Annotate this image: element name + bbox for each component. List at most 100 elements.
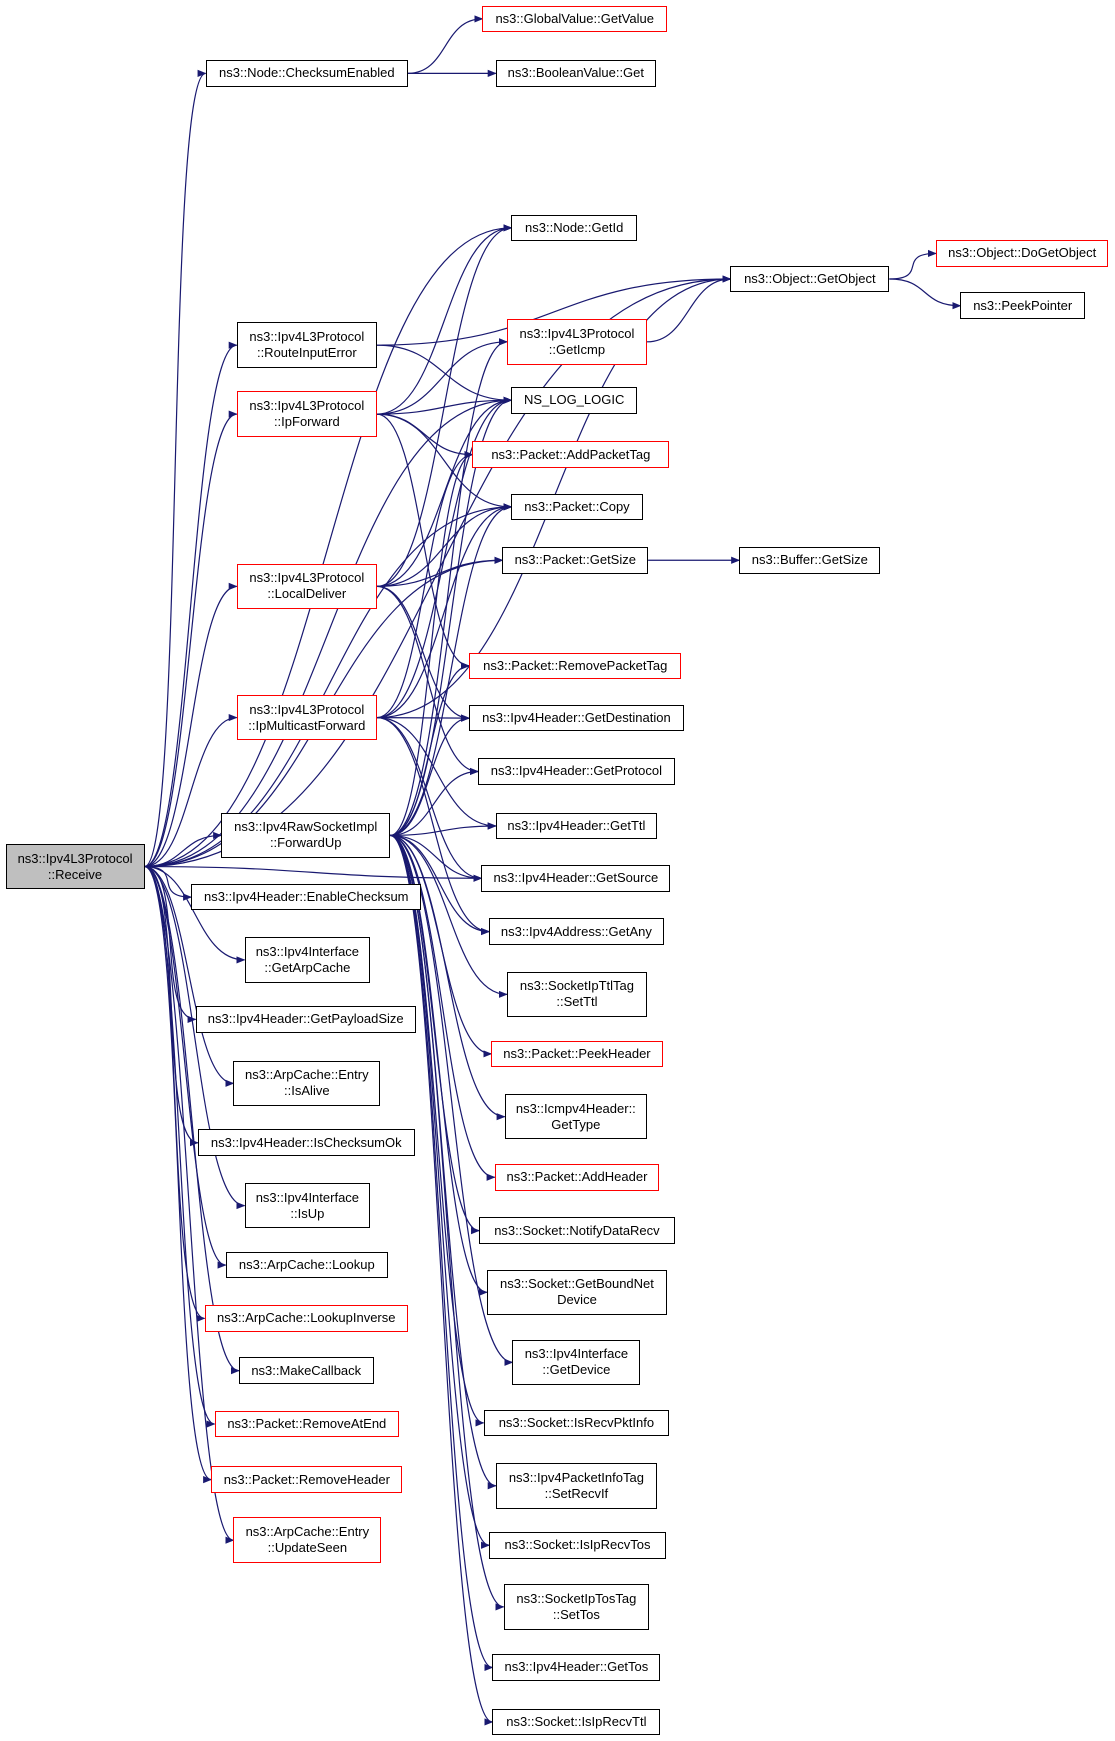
node-getIcmp[interactable]: ns3::Ipv4L3Protocol::GetIcmp <box>506 319 647 365</box>
node-setTtl[interactable]: ns3::SocketIpTtlTag::SetTtl <box>506 971 647 1018</box>
node-nodeGetId[interactable]: ns3::Node::GetId <box>511 214 637 242</box>
node-label-line: ns3::Packet::PeekHeader <box>503 1045 651 1061</box>
node-label-line: ns3::Socket::IsIpRecvTos <box>504 1537 651 1553</box>
node-peekPointer[interactable]: ns3::PeekPointer <box>960 292 1085 320</box>
call-edge-receive-to-routeInputError <box>144 341 238 868</box>
node-localDeliver[interactable]: ns3::Ipv4L3Protocol::LocalDeliver <box>236 563 377 610</box>
node-label-line: ::Receive <box>47 866 103 882</box>
node-globalGetValue[interactable]: ns3::GlobalValue::GetValue <box>482 5 667 33</box>
call-edge-receive-to-nodeGetId <box>144 224 513 868</box>
node-isAlive[interactable]: ns3::ArpCache::Entry::IsAlive <box>233 1060 381 1107</box>
node-getSource[interactable]: ns3::Ipv4Header::GetSource <box>481 864 671 892</box>
node-label-line: ns3::ArpCache::LookupInverse <box>216 1310 396 1326</box>
node-getTtl[interactable]: ns3::Ipv4Header::GetTtl <box>495 812 657 840</box>
node-notifyDataRecv[interactable]: ns3::Socket::NotifyDataRecv <box>479 1217 675 1244</box>
call-edge-localDeliver-to-packetCopy <box>376 503 513 588</box>
node-label-line: ns3::Ipv4L3Protocol <box>249 570 365 586</box>
node-label-line: ns3::MakeCallback <box>251 1362 362 1378</box>
node-label-line: ns3::Node::GetId <box>525 219 624 235</box>
node-label-line: ns3::Ipv4Header::EnableChecksum <box>204 889 409 905</box>
node-label-line: ns3::Object::DoGetObject <box>948 245 1097 261</box>
call-edge-ipForward-to-addPacketTag <box>376 413 474 459</box>
node-getPayloadSize[interactable]: ns3::Ipv4Header::GetPayloadSize <box>195 1006 416 1033</box>
node-ipForward[interactable]: ns3::Ipv4L3Protocol::IpForward <box>236 391 377 437</box>
node-doGetObject[interactable]: ns3::Object::DoGetObject <box>936 240 1109 267</box>
node-label-line: ns3::Ipv4L3Protocol <box>17 850 133 866</box>
node-icmpGetType[interactable]: ns3::Icmpv4Header::GetType <box>504 1093 647 1140</box>
node-label-line: ns3::Packet::Copy <box>524 498 630 514</box>
node-getProtocol[interactable]: ns3::Ipv4Header::GetProtocol <box>478 758 675 785</box>
node-label-line: ns3::GlobalValue::GetValue <box>495 10 654 26</box>
node-setTos[interactable]: ns3::SocketIpTosTag::SetTos <box>503 1584 650 1630</box>
node-isUp[interactable]: ns3::Ipv4Interface::IsUp <box>244 1182 371 1229</box>
node-makeCallback[interactable]: ns3::MakeCallback <box>239 1357 374 1384</box>
call-edge-ipForward-to-removePacketTag <box>376 413 471 670</box>
node-label-line: ::RouteInputError <box>256 345 357 361</box>
call-edge-forwardUp-to-packetCopy <box>390 503 513 837</box>
node-label-line: ns3::Packet::RemovePacketTag <box>483 657 668 673</box>
node-label-line: ns3::SocketIpTosTag <box>516 1590 637 1606</box>
node-updateSeen[interactable]: ns3::ArpCache::Entry::UpdateSeen <box>233 1517 382 1563</box>
node-label-line: ns3::Node::ChecksumEnabled <box>219 65 395 81</box>
node-ifGetDevice[interactable]: ns3::Ipv4Interface::GetDevice <box>512 1339 641 1386</box>
call-edge-forwardUp-to-getTtl <box>390 822 497 837</box>
node-label-line: ::IpMulticastForward <box>248 717 366 733</box>
node-getArpCache[interactable]: ns3::Ipv4Interface::GetArpCache <box>244 937 371 983</box>
node-nsLogLogic[interactable]: NS_LOG_LOGIC <box>511 386 637 414</box>
node-routeInputError[interactable]: ns3::Ipv4L3Protocol::RouteInputError <box>236 322 377 368</box>
node-packetGetSize[interactable]: ns3::Packet::GetSize <box>502 546 649 574</box>
node-label-line: ns3::Ipv4Interface <box>255 943 360 959</box>
node-isChecksumOk[interactable]: ns3::Ipv4Header::IsChecksumOk <box>197 1129 415 1157</box>
call-edge-receive-to-packetCopy <box>144 503 513 868</box>
node-label-line: ns3::Packet::AddPacketTag <box>491 446 651 462</box>
call-edge-forwardUp-to-setTtl <box>390 834 508 998</box>
call-edge-forwardUp-to-isIpRecvTos <box>390 834 491 1549</box>
node-label-line: ns3::Buffer::GetSize <box>751 552 868 568</box>
node-label-line: ns3::ArpCache::Lookup <box>238 1257 375 1273</box>
node-label-line: ::IpForward <box>273 414 340 430</box>
node-label-line: ns3::Ipv4Header::IsChecksumOk <box>210 1134 402 1150</box>
node-peekHeader[interactable]: ns3::Packet::PeekHeader <box>491 1040 663 1068</box>
node-addHeader[interactable]: ns3::Packet::AddHeader <box>494 1163 660 1191</box>
node-setRecvIf[interactable]: ns3::Ipv4PacketInfoTag::SetRecvIf <box>495 1462 657 1509</box>
node-isRecvPktInfo[interactable]: ns3::Socket::IsRecvPktInfo <box>483 1409 670 1437</box>
node-label-line: NS_LOG_LOGIC <box>523 392 625 408</box>
node-label-line: ns3::Ipv4Header::GetTos <box>504 1659 649 1675</box>
node-getAny[interactable]: ns3::Ipv4Address::GetAny <box>489 918 664 945</box>
call-edge-ipMulticastForward-to-packetCopy <box>376 503 513 719</box>
node-lookupInverse[interactable]: ns3::ArpCache::LookupInverse <box>204 1305 408 1332</box>
call-edge-ipMulticastForward-to-getSource <box>376 716 483 882</box>
node-label-line: ns3::Ipv4RawSocketImpl <box>234 819 378 835</box>
node-removePacketTag[interactable]: ns3::Packet::RemovePacketTag <box>469 652 682 680</box>
call-edge-forwardUp-to-addHeader <box>390 834 496 1181</box>
node-removeAtEnd[interactable]: ns3::Packet::RemoveAtEnd <box>214 1410 400 1438</box>
node-enableChecksum[interactable]: ns3::Ipv4Header::EnableChecksum <box>191 883 422 911</box>
node-getTos[interactable]: ns3::Ipv4Header::GetTos <box>492 1654 661 1681</box>
call-edge-receive-to-removeHeader <box>144 865 213 1484</box>
node-label-line: ns3::Ipv4Header::GetTtl <box>507 817 646 833</box>
node-receive: ns3::Ipv4L3Protocol::Receive <box>5 843 145 890</box>
node-booleanGet[interactable]: ns3::BooleanValue::Get <box>495 60 656 87</box>
call-edge-forwardUp-to-icmpGetType <box>390 834 506 1121</box>
node-addPacketTag[interactable]: ns3::Packet::AddPacketTag <box>472 441 670 468</box>
node-isIpRecvTos[interactable]: ns3::Socket::IsIpRecvTos <box>489 1531 666 1559</box>
node-forwardUp[interactable]: ns3::Ipv4RawSocketImpl::ForwardUp <box>221 812 391 859</box>
node-ipMulticastForward[interactable]: ns3::Ipv4L3Protocol::IpMulticastForward <box>236 694 377 741</box>
node-label-line: ::SetRecvIf <box>544 1485 609 1501</box>
node-getObject[interactable]: ns3::Object::GetObject <box>730 265 890 293</box>
node-label-line: ns3::Socket::IsIpRecvTtl <box>506 1713 647 1729</box>
call-edge-receive-to-ipMulticastForward <box>144 714 238 868</box>
node-getDestination[interactable]: ns3::Ipv4Header::GetDestination <box>469 704 684 732</box>
node-packetCopy[interactable]: ns3::Packet::Copy <box>511 493 643 521</box>
node-checksumEnabled[interactable]: ns3::Node::ChecksumEnabled <box>205 60 408 87</box>
call-edge-forwardUp-to-getBoundNetDevice <box>390 834 488 1296</box>
node-label-line: ::SetTtl <box>556 994 598 1010</box>
call-edge-forwardUp-to-getProtocol <box>390 767 479 837</box>
node-arpLookup[interactable]: ns3::ArpCache::Lookup <box>225 1251 388 1279</box>
node-removeHeader[interactable]: ns3::Packet::RemoveHeader <box>211 1466 403 1493</box>
node-bufferGetSize[interactable]: ns3::Buffer::GetSize <box>739 546 881 574</box>
call-edge-forwardUp-to-setTos <box>390 834 505 1611</box>
node-isIpRecvTtl[interactable]: ns3::Socket::IsIpRecvTtl <box>492 1708 661 1736</box>
